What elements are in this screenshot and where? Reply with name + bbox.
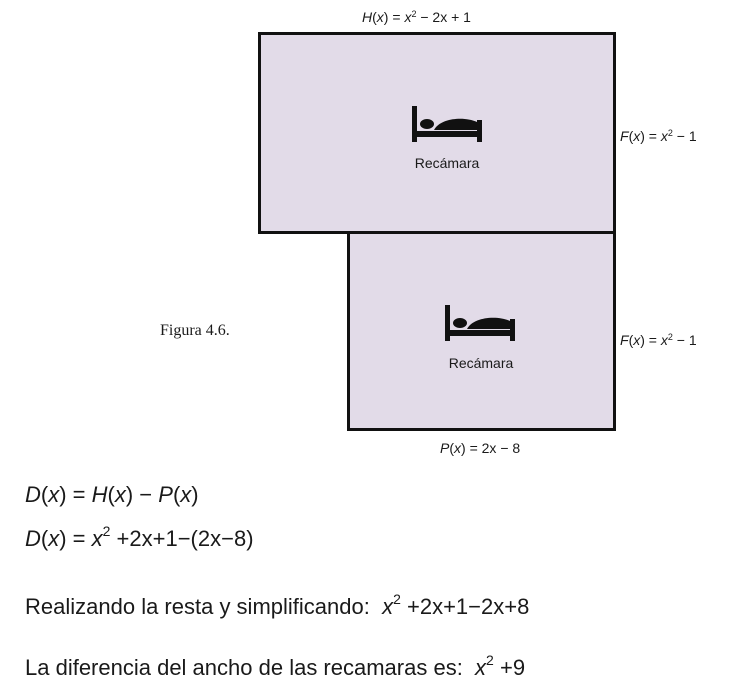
equation-2: D(x) = x2 +2x+1−(2x−8) bbox=[25, 523, 254, 551]
simplification-line: Realizando la resta y simplificando: x2 … bbox=[25, 591, 530, 619]
bed-icon bbox=[445, 305, 515, 341]
equation-1: D(x) = H(x) − P(x) bbox=[25, 482, 199, 507]
figure-caption: Figura 4.6. bbox=[160, 322, 230, 339]
label-bottom-width: P(x) = 2x − 8 bbox=[440, 440, 521, 456]
room-label-lower: Recámara bbox=[448, 355, 514, 371]
label-right-height-lower: F(x) = x2 − 1 bbox=[620, 332, 697, 348]
result-line: La diferencia del ancho de las recamaras… bbox=[25, 652, 526, 680]
bed-icon bbox=[412, 106, 482, 142]
room-label-upper: Recámara bbox=[414, 155, 480, 171]
label-top-width: H(x) = x2 − 2x + 1 bbox=[362, 9, 471, 25]
label-right-height-upper: F(x) = x2 − 1 bbox=[620, 128, 697, 144]
